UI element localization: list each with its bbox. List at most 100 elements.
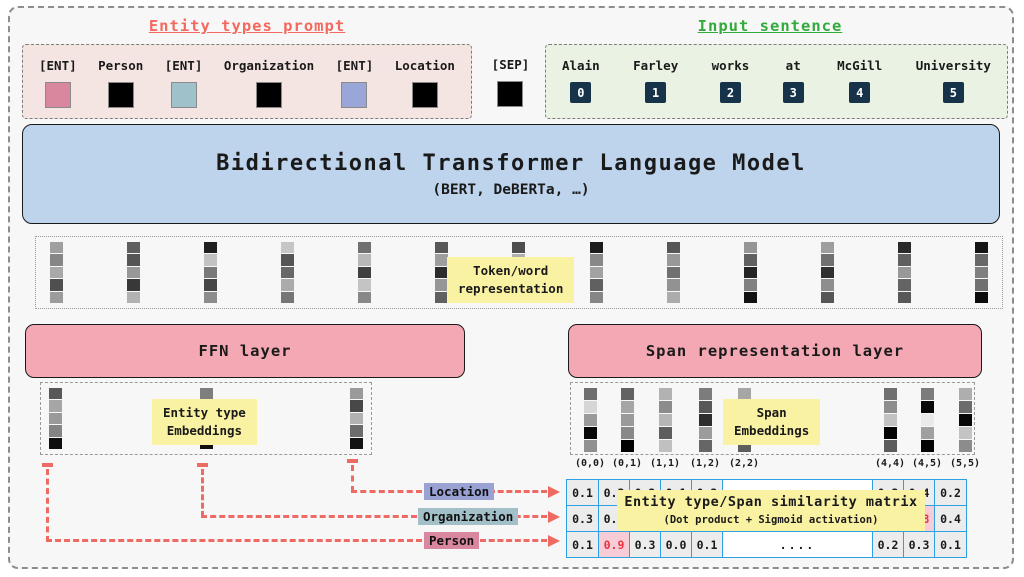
prompt-token-square (170, 82, 197, 108)
token-vector (50, 242, 63, 304)
input-token-index: 3 (782, 82, 804, 103)
arrow-into-person-row (548, 535, 560, 547)
span-representation-layer-box: Span representation layer (568, 324, 982, 378)
connector-tick-location (347, 459, 358, 463)
vector-cell (959, 401, 972, 413)
vector-cell (621, 414, 634, 426)
input-token-index: 4 (849, 82, 871, 103)
vector-cell (281, 291, 295, 304)
vector-cell (589, 254, 603, 266)
vector-cell (659, 388, 672, 400)
vector-cell (974, 266, 988, 279)
matrix-cell: 0.1 (566, 479, 599, 506)
matrix-cell: .... (722, 531, 873, 558)
token-vector (281, 242, 295, 304)
connector-chip-dash-organization (506, 515, 547, 518)
vector-cell (589, 266, 603, 279)
vector-cell (897, 266, 911, 279)
span-index-label: (5,5) (949, 458, 981, 469)
vector-cell (621, 401, 634, 413)
prompt-token-square (411, 82, 438, 108)
span-vector (659, 388, 672, 452)
vector-cell (127, 291, 141, 304)
vector-cell (50, 254, 63, 266)
prompt-token-label: [ENT] (164, 58, 203, 73)
matrix-cell: 0.9 (598, 531, 630, 558)
prompt-token-label: Organization (223, 58, 315, 73)
input-token-word: at (785, 58, 801, 73)
transformer-box: Bidirectional Transformer Language Model… (22, 124, 1000, 224)
prompt-token-label: [ENT] (335, 58, 374, 73)
prompt-token: Organization (224, 58, 314, 108)
transformer-title: Bidirectional Transformer Language Model (216, 150, 806, 176)
span-vector (921, 388, 934, 452)
input-token: at 3 (782, 58, 804, 103)
vector-cell (959, 440, 972, 452)
vector-cell (50, 266, 63, 279)
matrix-cell: 0.0 (660, 531, 692, 558)
vector-cell (435, 242, 449, 254)
token-vector (743, 242, 757, 304)
span-index-label: (0,1) (611, 458, 643, 469)
span-vector (959, 388, 972, 452)
vector-cell (584, 440, 597, 452)
matrix-cell: 0.1 (566, 531, 599, 558)
input-token-word: works (711, 58, 750, 73)
matrix-cell: 0.3 (629, 531, 661, 558)
vector-cell (897, 279, 911, 291)
matrix-cell: 0.2 (872, 531, 904, 558)
matrix-cell: 0.1 (934, 531, 967, 558)
span-index-label: (4,4) (874, 458, 906, 469)
entity-type-vector (350, 388, 363, 450)
prompt-token: Location (395, 58, 455, 108)
prompt-token-label: Location (394, 58, 455, 73)
vector-cell (666, 279, 680, 291)
matrix-cell: 0.3 (566, 505, 599, 532)
prompt-token: Person (98, 58, 143, 108)
input-token-index: 5 (942, 82, 964, 103)
vector-cell (959, 427, 972, 439)
token-vector (666, 242, 680, 304)
vector-cell (589, 279, 603, 291)
vector-cell (666, 254, 680, 266)
connector-chip-dash-location (489, 490, 547, 493)
arrow-into-organization-row (548, 511, 560, 523)
connector-vline-location (351, 465, 354, 492)
entity-chip-organization: Organization (418, 508, 519, 525)
vector-cell (699, 414, 712, 426)
vector-cell (921, 414, 934, 426)
vector-cell (743, 266, 757, 279)
vector-cell (743, 291, 757, 304)
vector-cell (49, 400, 62, 412)
connector-vline-person (46, 469, 49, 542)
vector-cell (350, 425, 363, 437)
token-repr-label: Token/word representation (447, 257, 575, 304)
vector-cell (699, 427, 712, 439)
prompt-token-square (341, 82, 368, 108)
matrix-cell: 0.3 (903, 531, 935, 558)
span-layer-label: Span representation layer (645, 342, 905, 360)
vector-cell (897, 242, 911, 254)
vector-cell (350, 437, 363, 450)
vector-cell (974, 254, 988, 266)
vector-cell (699, 388, 712, 400)
span-vector (699, 388, 712, 452)
vector-cell (127, 279, 141, 291)
vector-cell (666, 291, 680, 304)
span-vector (584, 388, 597, 452)
vector-cell (204, 266, 218, 279)
vector-cell (659, 401, 672, 413)
span-vector (884, 388, 897, 452)
entity-emb-label: Entity type Embeddings (152, 399, 257, 446)
vector-cell (884, 414, 897, 426)
token-vector (204, 242, 218, 304)
vector-cell (820, 291, 834, 304)
vector-cell (820, 279, 834, 291)
vector-cell (820, 266, 834, 279)
token-vector (589, 242, 603, 304)
vector-cell (435, 291, 449, 304)
vector-cell (884, 401, 897, 413)
vector-cell (699, 440, 712, 452)
sep-token: [SEP] (483, 44, 538, 119)
